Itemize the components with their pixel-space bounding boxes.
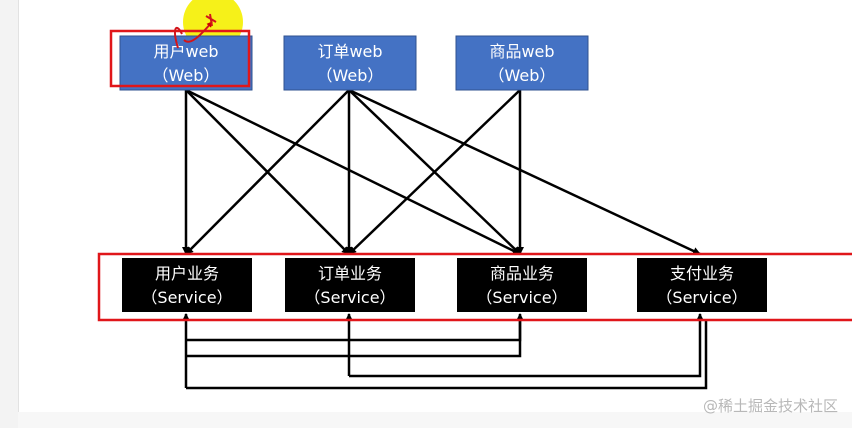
web-node-product-name: 商品web bbox=[489, 42, 554, 61]
service-node-product-sub: （Service） bbox=[476, 288, 567, 307]
web-node-user-sub: （Web） bbox=[153, 66, 220, 85]
service-node-order-sub: （Service） bbox=[304, 288, 395, 307]
service-box-order bbox=[285, 258, 415, 312]
service-box-pay bbox=[637, 258, 767, 312]
service-box-product bbox=[457, 258, 587, 312]
service-node-user: 用户业务 （Service） bbox=[122, 258, 252, 312]
service-box-user bbox=[122, 258, 252, 312]
red-highlight-service-layer bbox=[97, 252, 852, 322]
service-interconnect-lines bbox=[182, 313, 708, 390]
service-node-user-name: 用户业务 bbox=[155, 264, 219, 283]
link-user-product-1 bbox=[186, 313, 524, 342]
red-handwritten-plus bbox=[205, 13, 217, 27]
arrow-userweb-productservice bbox=[185, 88, 521, 256]
web-node-order: 订单web （Web） bbox=[283, 35, 417, 91]
bottom-panel-edge bbox=[18, 412, 852, 428]
web-box-user bbox=[119, 35, 253, 91]
arrow-productweb-orderservice bbox=[348, 89, 521, 255]
service-node-order-name: 订单业务 bbox=[318, 264, 382, 283]
web-node-product: 商品web （Web） bbox=[455, 35, 589, 91]
left-panel-edge bbox=[0, 0, 19, 428]
web-node-order-name: 订单web bbox=[317, 42, 382, 61]
web-node-order-sub: （Web） bbox=[317, 66, 384, 85]
web-to-service-arrows bbox=[182, 88, 701, 256]
service-node-product-name: 商品业务 bbox=[490, 264, 554, 283]
service-node-product: 商品业务 （Service） bbox=[457, 258, 587, 312]
service-node-pay-sub: （Service） bbox=[656, 288, 747, 307]
red-handwritten-mark bbox=[174, 22, 212, 49]
arrow-orderweb-payservice bbox=[348, 88, 701, 256]
service-node-order: 订单业务 （Service） bbox=[285, 258, 415, 312]
service-node-pay-name: 支付业务 bbox=[670, 264, 734, 283]
link-order-pay bbox=[349, 313, 704, 378]
service-node-user-sub: （Service） bbox=[141, 288, 232, 307]
web-box-order bbox=[283, 35, 417, 91]
link-user-product-2 bbox=[186, 318, 522, 358]
web-node-user-name: 用户web bbox=[153, 42, 218, 61]
web-node-product-sub: （Web） bbox=[489, 66, 556, 85]
link-user-pay bbox=[186, 320, 708, 390]
web-box-product bbox=[455, 35, 589, 91]
watermark-text: @稀土掘金技术社区 bbox=[702, 397, 838, 415]
arrow-orderweb-userservice bbox=[185, 89, 350, 255]
service-node-pay: 支付业务 （Service） bbox=[637, 258, 767, 312]
web-node-user: 用户web （Web） bbox=[119, 35, 253, 91]
